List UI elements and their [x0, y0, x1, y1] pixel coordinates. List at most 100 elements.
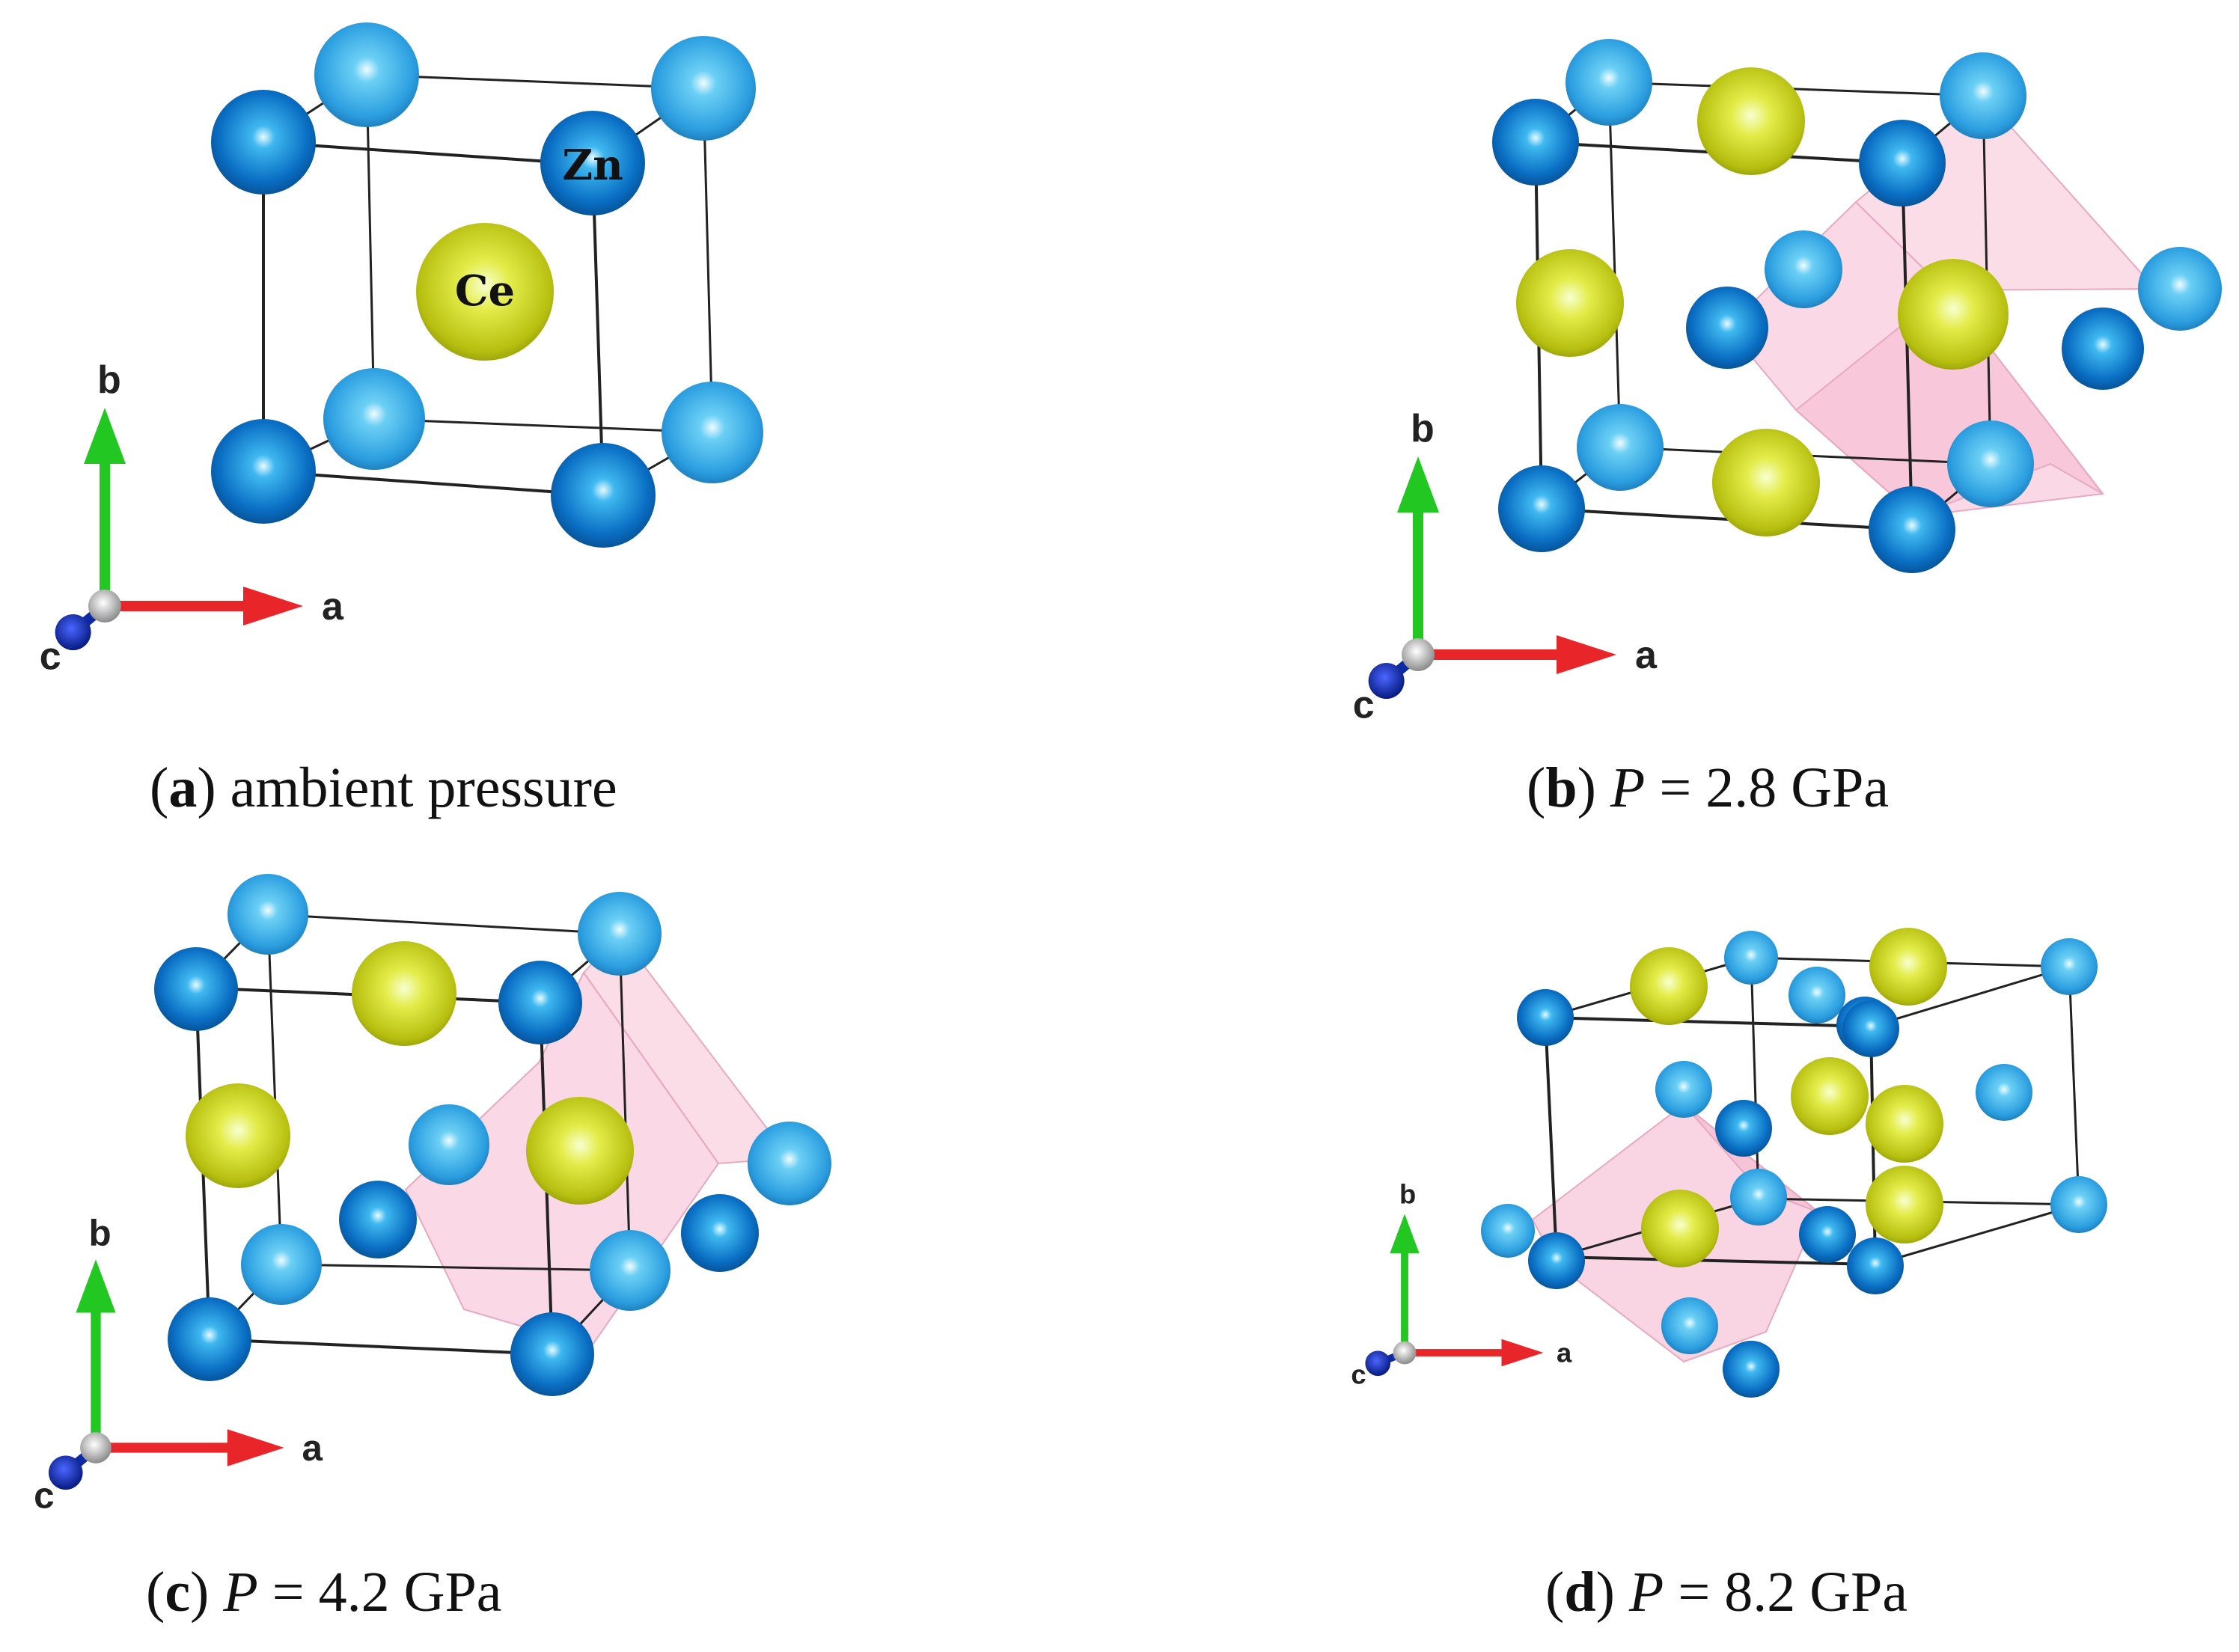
zn-atom — [1869, 486, 1955, 573]
cell-edge — [1875, 1203, 2080, 1266]
ce-atom — [1641, 1190, 1719, 1267]
zn-atom — [211, 419, 316, 524]
axis-b-arrowhead — [1390, 1214, 1420, 1253]
axis-label-c: c — [1351, 1359, 1366, 1389]
caption-letter: c — [165, 1561, 191, 1624]
axis-triad: bac — [1353, 407, 1658, 727]
axis-triad: b a c — [34, 1212, 323, 1516]
cell-edge — [702, 88, 714, 433]
cell-edge — [618, 933, 632, 1271]
axis-label-c: c — [34, 1475, 54, 1516]
zn-atom — [1577, 404, 1664, 491]
axis-a-arrowhead — [1501, 1339, 1544, 1367]
cell-edge — [2068, 966, 2080, 1205]
zn-atom — [1723, 1341, 1780, 1398]
ce-atom-label: Ce — [455, 266, 515, 316]
zn-atom — [314, 22, 419, 127]
zn-atom — [748, 1122, 831, 1205]
caption-letter: d — [1564, 1561, 1596, 1624]
ce-atom — [1697, 67, 1805, 175]
zn-atom — [154, 947, 238, 1031]
zn-atom — [2138, 247, 2222, 331]
caption-letter: a — [168, 756, 198, 819]
cell-edge — [1544, 1017, 1558, 1258]
axis-b-arrowhead — [1397, 456, 1439, 513]
zn-atom — [1976, 1064, 2032, 1121]
zn-atom — [1492, 99, 1579, 186]
axis-label-a: a — [1635, 634, 1658, 677]
zn-atom — [1566, 39, 1652, 126]
cell-edge — [1545, 1016, 1872, 1028]
cell-edge — [266, 914, 283, 1265]
axis-origin — [80, 1432, 112, 1463]
cell-edge — [1750, 957, 1760, 1199]
zn-atom — [1715, 1100, 1772, 1157]
zn-atom — [662, 382, 763, 483]
zn-atom — [590, 1230, 671, 1311]
ce-atom — [1866, 1166, 1943, 1243]
zn-atom — [1686, 287, 1768, 369]
axis-label-a: a — [302, 1428, 323, 1469]
zn-atom — [510, 1312, 594, 1396]
cell-edge — [591, 164, 605, 496]
zn-atom — [168, 1297, 251, 1381]
zn-atom — [2062, 308, 2144, 390]
zn-atom — [1661, 1297, 1718, 1354]
ce-atom — [1866, 1085, 1943, 1163]
axis-origin — [88, 590, 121, 622]
zn-atom — [1498, 465, 1585, 552]
cell-edge — [267, 913, 620, 935]
axis-label-b: b — [1399, 1179, 1416, 1210]
axis-a-shaft — [1426, 649, 1564, 660]
zn-atom — [2041, 938, 2098, 995]
caption-panel-d: (d) P = 8.2 GPa — [1545, 1561, 1908, 1624]
zn-atom — [211, 90, 316, 195]
ce-atom — [352, 941, 456, 1046]
caption-variable: P — [1628, 1561, 1664, 1624]
zn-atom — [1859, 120, 1946, 206]
axis-origin — [1393, 1341, 1417, 1365]
zn-atom — [1789, 967, 1845, 1024]
zn-atom-label: Zn — [562, 141, 623, 190]
ce-atom — [1869, 928, 1947, 1006]
axis-c-arrowhead — [55, 614, 91, 651]
caption-text: = 2.8 GPa — [1659, 756, 1890, 819]
axis-b-arrowhead — [76, 1259, 116, 1313]
axis-b-arrowhead — [84, 408, 126, 464]
caption-text: = 8.2 GPa — [1678, 1561, 1908, 1624]
ce-atom — [1791, 1057, 1869, 1135]
cell-edge — [373, 417, 713, 434]
cell-edge — [263, 470, 604, 497]
axis-c-arrowhead — [1365, 1350, 1391, 1376]
axis-a-arrowhead — [227, 1429, 284, 1466]
ce-atom — [1516, 249, 1624, 357]
caption-letter: b — [1545, 756, 1577, 819]
axis-c-arrowhead — [48, 1455, 83, 1490]
axis-b-shaft — [1413, 509, 1423, 640]
zn-atom — [1799, 1206, 1856, 1263]
axis-b-shaft — [100, 460, 110, 591]
ce-atom — [416, 223, 554, 361]
axis-a-shaft — [112, 601, 251, 611]
zn-atom — [339, 1181, 417, 1258]
zn-atom — [241, 1224, 322, 1305]
zn-atom — [1655, 1061, 1712, 1118]
zn-atom — [1765, 230, 1842, 308]
zn-atom — [1481, 1204, 1535, 1258]
zn-atom — [681, 1194, 759, 1272]
cell-edge — [365, 74, 376, 420]
cell-edge — [281, 1263, 631, 1272]
cell-edge — [1556, 1255, 1876, 1266]
axis-a-shaft — [103, 1443, 235, 1453]
axis-label-b: b — [89, 1212, 112, 1253]
zn-atom — [1724, 931, 1778, 985]
axis-label-a: a — [322, 585, 344, 628]
zn-atom — [540, 111, 645, 215]
axis-a-arrowhead — [1557, 635, 1616, 674]
ce-atom — [186, 1083, 290, 1188]
ce-atom — [526, 1097, 634, 1205]
cell-edge — [1608, 81, 1984, 97]
zn-atom — [498, 961, 582, 1044]
caption-panel-a: (a) ambient pressure — [150, 756, 617, 819]
